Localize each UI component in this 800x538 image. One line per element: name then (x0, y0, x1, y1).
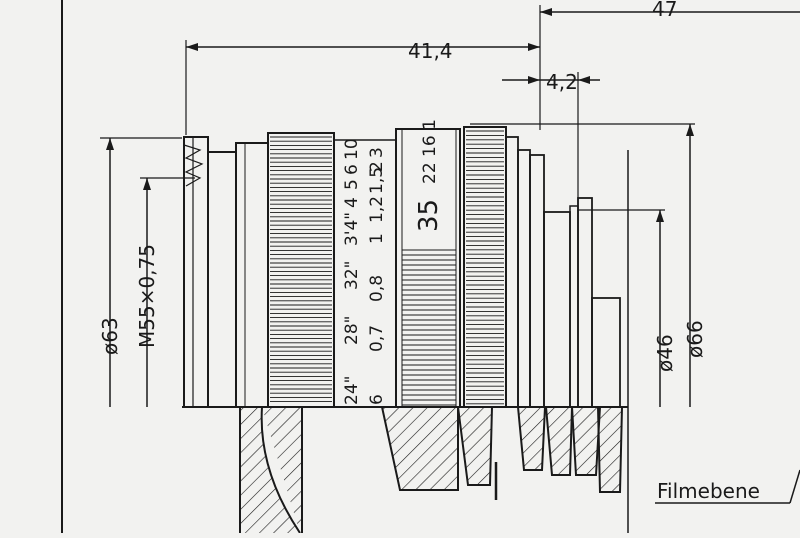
focal-mark: 35 (414, 199, 444, 232)
section-rear (516, 406, 624, 493)
section-middle (380, 406, 498, 500)
dimension-flange-offset: 4,2 (502, 70, 600, 205)
dimension-body-diameter: ø66 (470, 123, 707, 407)
feet-label: 5 (342, 179, 362, 190)
meter-label: 1 (367, 233, 387, 244)
meter-label: 1,2 (367, 196, 387, 223)
meter-label: 2 (367, 161, 387, 172)
focus-ring (267, 132, 335, 408)
meter-label: 3 (367, 147, 387, 158)
rear-grip (463, 126, 507, 408)
mount-steps (505, 136, 621, 408)
feet-label: 3'4" (342, 212, 362, 246)
dim-label-filter-thread: M55×0,75 (135, 244, 159, 348)
feet-label: 6 (342, 164, 362, 175)
feet-label: 28" (342, 316, 362, 345)
aperture-markings: 35 22 16 1 (414, 119, 444, 232)
dim-label-mount-to-front: 41,4 (408, 39, 453, 63)
section-front (239, 406, 303, 534)
dimension-mount-to-front: 41,4 (185, 39, 540, 135)
film-plane-label: Filmebene (657, 479, 760, 503)
dimension-filter-thread: M55×0,75 (135, 177, 195, 407)
dimension-rear-diameter: ø46 (578, 209, 677, 407)
meter-label: 6 (367, 394, 387, 405)
dimension-overall-length: 47 (539, 0, 800, 130)
dim-label-rear-diameter: ø46 (653, 334, 677, 372)
feet-label: 32" (342, 261, 362, 290)
dimension-outer-diameter: ø63 (98, 137, 182, 407)
dim-label-body-diameter: ø66 (683, 320, 707, 358)
aperture-numbers: 22 16 1 (420, 119, 440, 184)
feet-label: 24" (342, 376, 362, 405)
front-barrel (207, 142, 269, 408)
feet-label: 4 (342, 197, 362, 208)
meter-label: 0,8 (367, 275, 387, 302)
meter-label: 1,5 (367, 167, 387, 194)
dim-label-overall-length: 47 (652, 0, 677, 21)
dim-label-outer-diameter: ø63 (98, 317, 122, 355)
aperture-ring (395, 128, 461, 408)
film-plane-marker: Filmebene (627, 150, 800, 533)
dim-label-flange-offset: 4,2 (546, 70, 578, 94)
meter-label: 0,7 (367, 325, 387, 352)
feet-label: 10 (342, 138, 362, 160)
focus-scale: 24" 28" 32" 3'4" 4 5 6 10 6 0,7 0,8 1 1,… (342, 138, 387, 405)
